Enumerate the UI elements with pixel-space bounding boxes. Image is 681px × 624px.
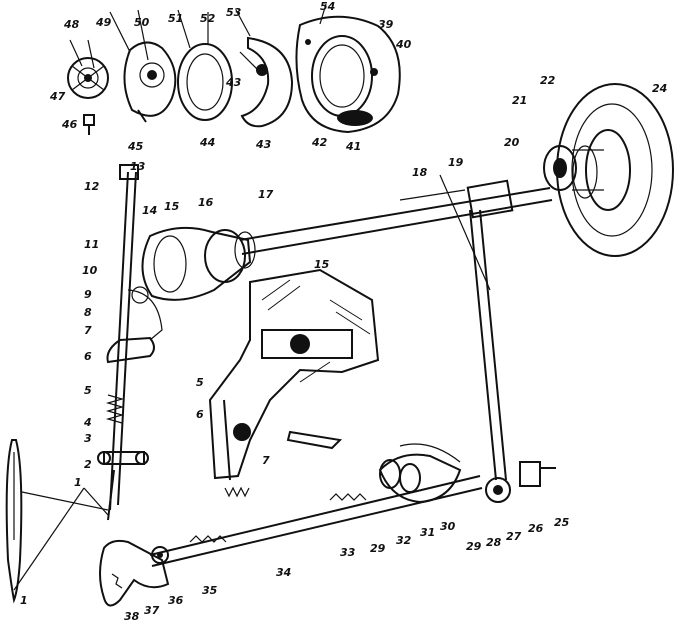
label-36: 36: [168, 594, 184, 607]
label-7b: 7: [262, 454, 270, 467]
label-4: 4: [83, 416, 92, 429]
label-13: 13: [130, 160, 146, 173]
label-35: 35: [202, 584, 218, 597]
label-21: 21: [512, 94, 527, 107]
cross-section: [208, 268, 380, 498]
part-labels: 48 49 50 51 52 53 54 39 40 47 46 45 44 4…: [20, 0, 667, 623]
leader-lines: [13, 3, 327, 591]
label-33: 33: [340, 546, 356, 559]
label-52: 52: [200, 12, 216, 25]
label-40: 40: [395, 38, 412, 51]
plate-45: [123, 41, 177, 123]
label-12: 12: [84, 180, 100, 193]
handwheel: [543, 83, 674, 257]
label-32: 32: [396, 534, 412, 547]
label-15b: 15: [314, 258, 330, 271]
label-41: 41: [345, 140, 361, 153]
label-1: 1: [74, 476, 82, 489]
label-3: 3: [84, 432, 92, 445]
label-22: 22: [540, 74, 556, 87]
label-6b: 6: [196, 408, 204, 421]
label-29b: 29: [370, 542, 386, 555]
label-46: 46: [61, 118, 78, 131]
label-38: 38: [124, 610, 140, 623]
label-8: 8: [84, 306, 92, 319]
label-27: 27: [506, 530, 522, 543]
needle-detail: [5, 439, 23, 604]
label-51: 51: [168, 12, 183, 25]
main-shaft: [239, 179, 553, 255]
label-43b: 43: [225, 76, 242, 89]
label-11: 11: [84, 238, 99, 251]
label-50: 50: [134, 16, 150, 29]
label-47: 47: [49, 90, 66, 103]
screw-46: [83, 114, 95, 135]
label-20: 20: [504, 136, 520, 149]
label-44: 44: [199, 136, 215, 149]
bobbin-case-parts: [67, 15, 401, 135]
label-31: 31: [420, 526, 435, 539]
label-9: 9: [84, 288, 92, 301]
label-29: 29: [466, 540, 482, 553]
connecting-rod: [439, 174, 511, 503]
label-43: 43: [255, 138, 272, 151]
label-45: 45: [127, 140, 144, 153]
label-49: 49: [95, 16, 112, 29]
label-42: 42: [311, 136, 328, 149]
label-37: 37: [144, 604, 160, 617]
label-34: 34: [276, 566, 291, 579]
label-2: 2: [84, 458, 92, 471]
label-15: 15: [164, 200, 180, 213]
ring-44: [177, 43, 233, 121]
label-14: 14: [142, 204, 157, 217]
label-25: 25: [554, 516, 570, 529]
label-48: 48: [63, 18, 80, 31]
bobbin-case-small: [67, 57, 109, 99]
label-18: 18: [412, 166, 428, 179]
label-6: 6: [84, 350, 92, 363]
label-1b: 1: [20, 594, 28, 607]
needle-bar: [97, 164, 163, 521]
label-24: 24: [652, 82, 667, 95]
label-39: 39: [378, 18, 394, 31]
front-housing: [141, 226, 256, 301]
label-5b: 5: [196, 376, 204, 389]
hook-43: [239, 36, 294, 128]
label-17: 17: [258, 188, 274, 201]
label-19: 19: [448, 156, 464, 169]
label-7: 7: [84, 324, 92, 337]
label-28: 28: [486, 536, 502, 549]
label-54: 54: [320, 0, 335, 13]
label-5: 5: [84, 384, 92, 397]
label-26: 26: [528, 522, 544, 535]
label-30: 30: [440, 520, 456, 533]
label-16: 16: [198, 196, 214, 209]
lower-shaft: [149, 443, 556, 567]
label-53: 53: [226, 6, 242, 19]
hook-carrier: [99, 539, 170, 607]
label-10: 10: [82, 264, 98, 277]
shuttle-race: [295, 15, 401, 134]
